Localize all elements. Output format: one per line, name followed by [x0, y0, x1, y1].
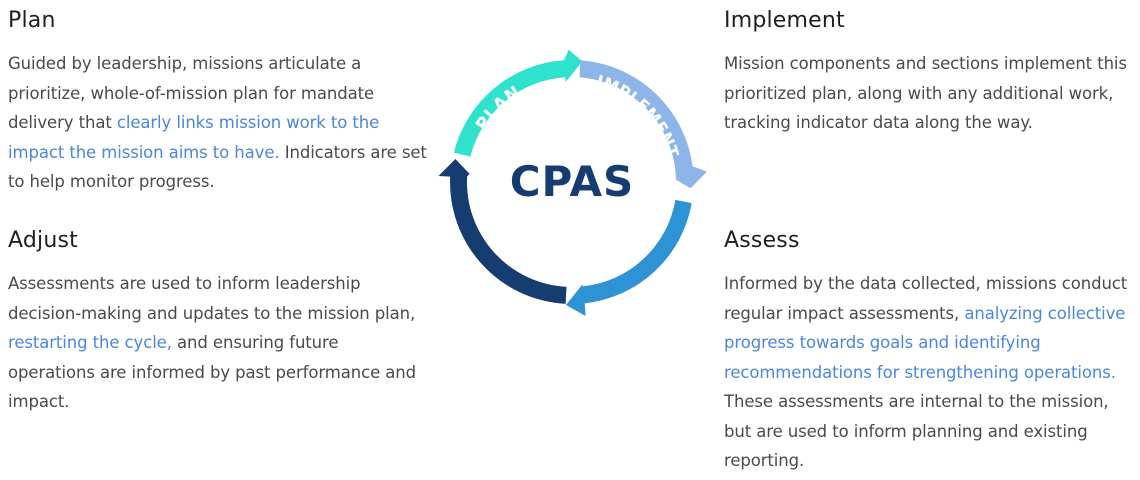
assess-section: Assess Informed by the data collected, m…: [724, 228, 1136, 476]
assess-text-1: Informed by the data collected, missions…: [724, 274, 1128, 323]
segment-plan-arrow: [453, 49, 583, 157]
adjust-highlight: restarting the cycle,: [8, 333, 172, 352]
plan-text-1: Guided by leadership, missions articulat…: [8, 54, 375, 132]
adjust-description: Assessments are used to inform leadershi…: [8, 269, 428, 417]
adjust-section: Adjust Assessments are used to inform le…: [8, 228, 428, 417]
cpas-cycle-diagram: CPAS PLAN IMPLEMENT ASSESS ADJUST: [438, 49, 707, 316]
center-label: CPAS: [510, 157, 635, 206]
plan-section: Plan Guided by leadership, missions arti…: [8, 8, 438, 197]
implement-description: Mission components and sections implemen…: [724, 54, 1127, 132]
assess-text-2: These assessments are internal to the mi…: [724, 392, 1109, 470]
assess-highlight: analyzing collective progress towards go…: [724, 303, 1126, 382]
adjust-text-1: Assessments are used to inform leadershi…: [8, 274, 416, 323]
segment-assess-arrow: [566, 199, 692, 316]
assess-title: Assess: [724, 228, 800, 253]
assess-description: Informed by the data collected, missions…: [724, 269, 1136, 476]
adjust-text-2: and ensuring future operations are infor…: [8, 333, 417, 411]
segment-implement-arrow: [579, 60, 707, 189]
plan-highlight: clearly links mission work to the impact…: [8, 113, 380, 162]
plan-title: Plan: [8, 8, 56, 33]
adjust-title: Adjust: [8, 228, 78, 253]
plan-description: Guided by leadership, missions articulat…: [8, 49, 438, 197]
center-circle: [486, 96, 658, 268]
plan-text-2: Indicators are set to help monitor progr…: [8, 142, 427, 192]
segment-adjust-arrow: [438, 159, 567, 304]
implement-section: Implement Mission components and section…: [724, 8, 1136, 138]
implement-title: Implement: [724, 8, 845, 33]
